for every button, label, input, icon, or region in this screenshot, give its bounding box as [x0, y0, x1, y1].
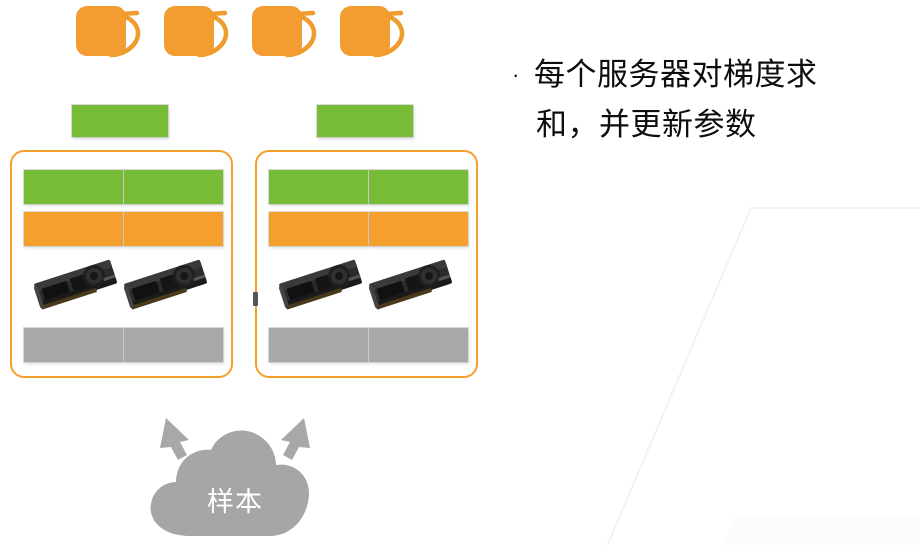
- header-bar-1: [72, 105, 168, 137]
- gpu-card-2: [363, 256, 459, 314]
- server-slot-gray-1: [269, 328, 368, 362]
- gpu-card-1: [28, 256, 124, 314]
- server-slot-green-1: [24, 170, 123, 204]
- mug-row: [74, 4, 414, 66]
- mug-1: [74, 4, 158, 62]
- server-slot-green-1: [269, 170, 368, 204]
- bullet-body: 每个服务器对梯度求 和，并更新参数: [534, 50, 920, 150]
- server-box-1: [10, 150, 233, 378]
- cloud-shape: [150, 430, 309, 536]
- mug-4: [338, 4, 422, 62]
- server-box-2: [253, 150, 478, 378]
- mug-3: [250, 4, 334, 62]
- header-bar-2: [317, 105, 413, 137]
- server-slot-orange-1: [24, 212, 123, 246]
- server-slot-green-2: [369, 170, 468, 204]
- bullet-marker: ·: [512, 62, 520, 87]
- server-slot-orange-2: [124, 212, 223, 246]
- server-slot-gray-2: [124, 328, 223, 362]
- mug-2: [162, 4, 246, 62]
- server-slot-gray-1: [24, 328, 123, 362]
- server-slot-green-2: [124, 170, 223, 204]
- server-side-notch: [253, 292, 258, 306]
- bullet-line-2: 和，并更新参数: [536, 107, 757, 142]
- server-slot-gray-2: [369, 328, 468, 362]
- server-slot-orange-2: [369, 212, 468, 246]
- server-slot-orange-1: [269, 212, 368, 246]
- sample-cloud-group: 样本: [138, 408, 332, 545]
- gpu-card-1: [273, 256, 369, 314]
- arrow-up-left-shape: [160, 418, 189, 460]
- bullet-text-block: · 每个服务器对梯度求 和，并更新参数: [512, 50, 920, 150]
- arrow-up-right-shape: [281, 418, 310, 460]
- bullet-line-1: 每个服务器对梯度求: [534, 57, 818, 92]
- gpu-card-2: [118, 256, 214, 314]
